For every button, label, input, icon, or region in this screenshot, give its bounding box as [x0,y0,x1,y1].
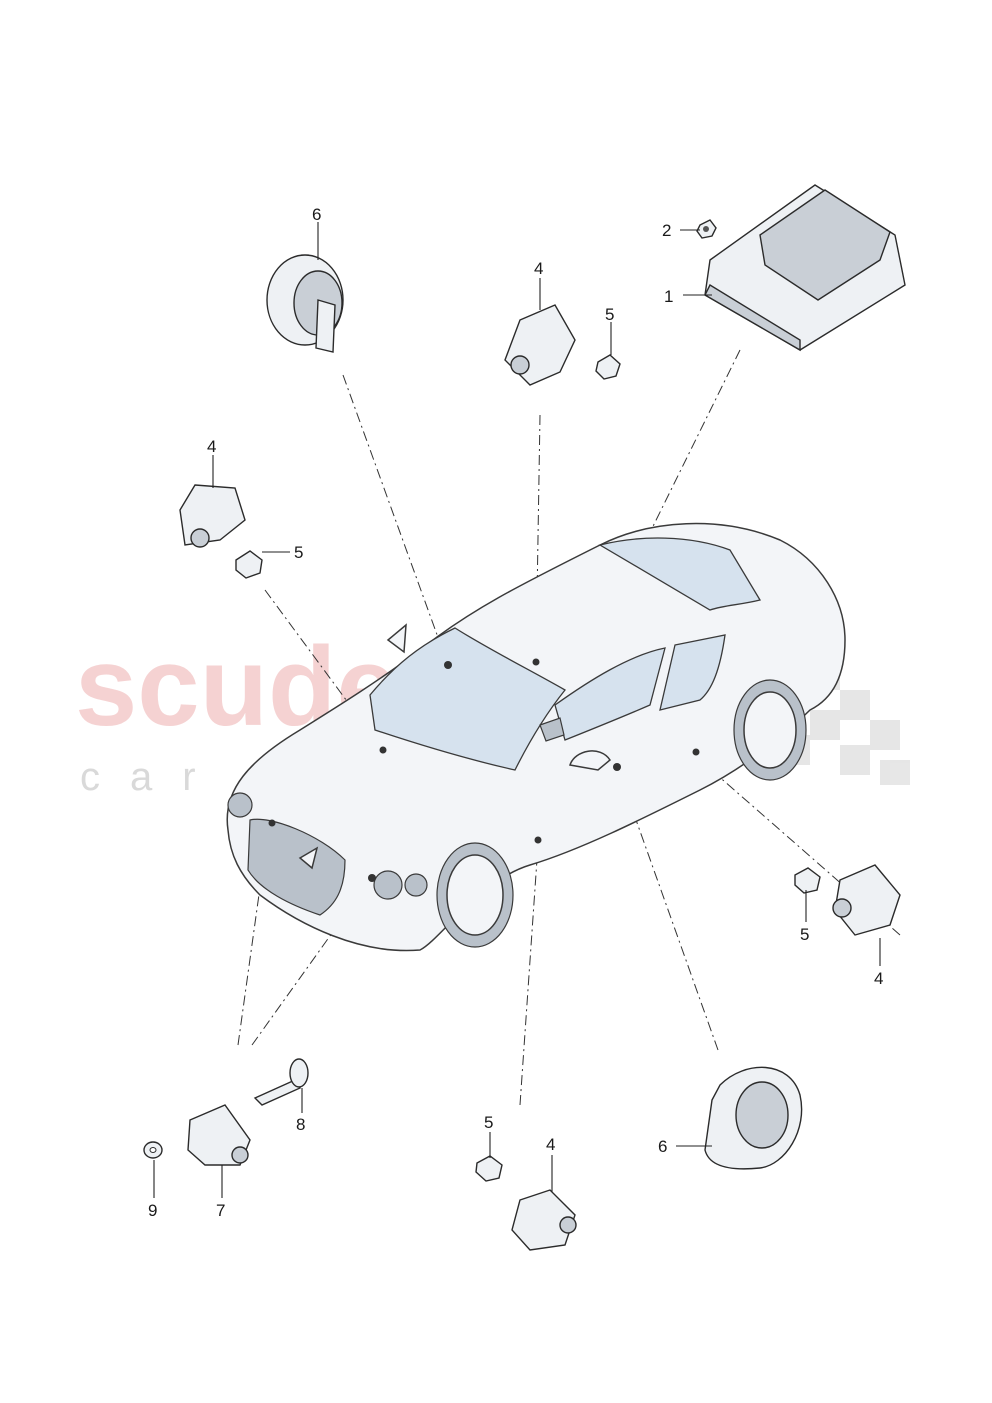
callout-2: 2 [662,221,671,240]
callout-4-left: 4 [207,437,216,456]
callout-5-bottom: 5 [484,1113,493,1132]
nut-right [794,867,821,894]
car-illustration [226,522,846,952]
callout-1: 1 [664,287,673,306]
nut-part-2 [696,219,717,239]
callout-4-bottom: 4 [546,1135,555,1154]
control-unit-part [704,184,906,352]
callout-5-right: 5 [800,925,809,944]
callout-6-bottom: 6 [658,1137,667,1156]
crash-sensor-top [504,304,576,386]
callout-5-top: 5 [605,305,614,324]
callout-4-right: 4 [874,969,883,988]
callout-6-top: 6 [312,205,321,224]
sound-actuator-bottom [704,1066,803,1170]
bolt-part-8 [253,1058,309,1106]
nut-bottom [475,1155,503,1182]
sound-actuator-top [266,254,344,353]
crash-sensor-right [832,864,901,936]
crash-sensor-left [179,484,246,548]
callout-9: 9 [148,1201,157,1220]
callout-7: 7 [216,1201,225,1220]
nut-left [235,550,263,579]
callout-labels: 2 1 6 4 5 4 5 5 4 8 9 7 5 4 6 [148,205,883,1220]
washer-part-9 [143,1141,163,1159]
callout-5-left: 5 [294,543,303,562]
callout-8: 8 [296,1115,305,1134]
crash-sensor-bottom [511,1189,577,1251]
callout-leaders [153,222,881,1198]
callout-4-top: 4 [534,259,543,278]
nut-top [595,354,621,380]
sensor-part-7 [187,1104,251,1166]
